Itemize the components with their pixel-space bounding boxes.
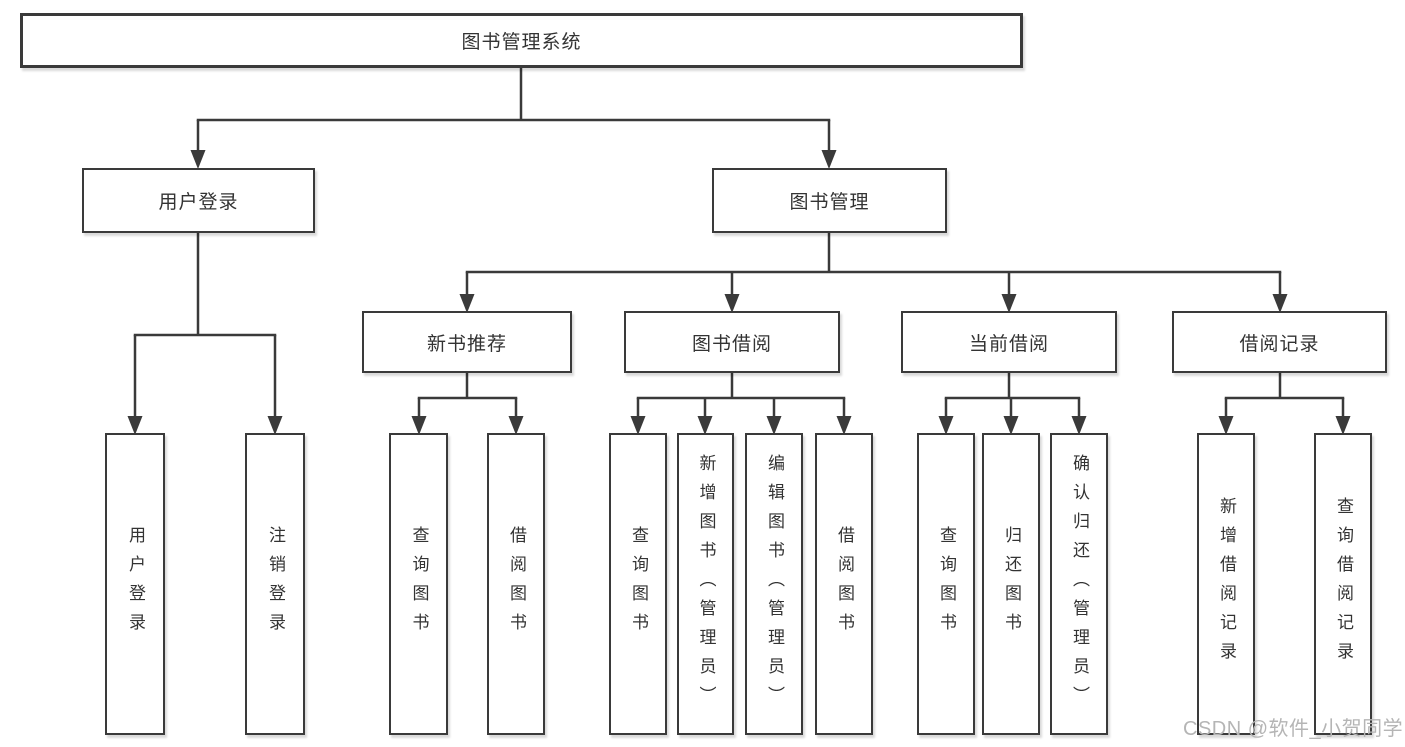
node-library-system: 图书管理系统 — [20, 13, 1023, 68]
node-label: 图书管理 — [789, 192, 870, 213]
node-label: 归还图书 — [1002, 526, 1022, 642]
node-label: 当前借阅 — [968, 333, 1049, 355]
node-user-login-group: 用户登录 — [82, 168, 315, 233]
node-book-borrow: 图书借阅 — [624, 311, 840, 373]
node-label: 确认归还（管理员） — [1070, 453, 1090, 715]
node-label: 编辑图书（管理员） — [765, 453, 785, 715]
node-add-borrow-record: 新增借阅记录 — [1197, 433, 1255, 735]
node-query-books-current: 查询图书 — [917, 433, 975, 735]
node-label: 查询借阅记录 — [1334, 497, 1354, 671]
node-label: 图书借阅 — [691, 333, 772, 355]
node-label: 查询图书 — [937, 526, 957, 642]
node-user-login: 用户登录 — [105, 433, 165, 735]
node-label: 查询图书 — [629, 526, 649, 642]
node-new-book-recommend: 新书推荐 — [362, 311, 572, 373]
node-label: 借阅记录 — [1239, 333, 1320, 355]
node-add-book-admin: 新增图书（管理员） — [677, 433, 734, 735]
node-label: 图书管理系统 — [461, 32, 582, 53]
node-return-books: 归还图书 — [982, 433, 1040, 735]
node-label: 用户登录 — [126, 526, 146, 642]
node-borrow-books: 借阅图书 — [815, 433, 873, 735]
node-query-books-borrow: 查询图书 — [609, 433, 667, 735]
node-label: 新增借阅记录 — [1217, 497, 1237, 671]
node-borrow-records: 借阅记录 — [1172, 311, 1387, 373]
node-query-books-recommend: 查询图书 — [389, 433, 448, 735]
node-label: 注销登录 — [266, 526, 286, 642]
watermark: CSDN @软件_小贺同学 — [1183, 718, 1404, 740]
node-confirm-return-admin: 确认归还（管理员） — [1050, 433, 1108, 735]
node-label: 新书推荐 — [426, 333, 507, 355]
node-label: 新增图书（管理员） — [696, 453, 716, 715]
node-borrow-books-recommend: 借阅图书 — [487, 433, 545, 735]
node-label: 查询图书 — [409, 526, 429, 642]
node-logout: 注销登录 — [245, 433, 305, 735]
node-book-management: 图书管理 — [712, 168, 947, 233]
node-label: 借阅图书 — [835, 526, 855, 642]
node-query-borrow-record: 查询借阅记录 — [1314, 433, 1372, 735]
node-edit-book-admin: 编辑图书（管理员） — [745, 433, 803, 735]
node-label: 借阅图书 — [507, 526, 527, 642]
node-current-borrow: 当前借阅 — [901, 311, 1117, 373]
node-label: 用户登录 — [158, 192, 239, 213]
